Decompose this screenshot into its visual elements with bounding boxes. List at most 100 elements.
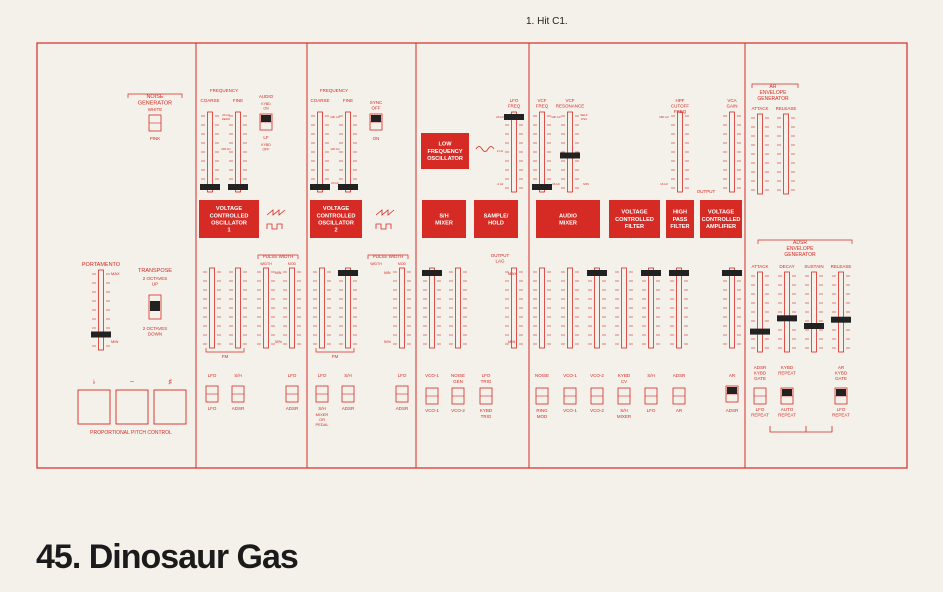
toggle-lever[interactable] <box>150 301 160 311</box>
vco1-fm-sh-slider[interactable] <box>229 267 247 349</box>
slider-knob[interactable] <box>200 184 220 190</box>
sh-source-switch[interactable] <box>451 387 465 405</box>
slider-knob[interactable] <box>804 323 824 329</box>
mixer-source-label: LFO <box>647 408 656 413</box>
module-box <box>666 200 694 238</box>
vco2-mod-switch[interactable] <box>315 385 329 403</box>
vca-gain-label: GAIN <box>726 104 737 109</box>
adsr-stage-slider[interactable] <box>804 271 824 353</box>
repeat-switch[interactable] <box>780 387 794 405</box>
adsr-trigger-switch[interactable] <box>753 387 767 405</box>
panel-labels: NOISEGENERATORWHITEPINKPORTAMENTOMAXMINT… <box>82 84 851 436</box>
ar-bracket <box>751 83 799 88</box>
pitch-sharp-pad[interactable] <box>153 389 187 425</box>
toggle-lever[interactable] <box>782 389 792 396</box>
vco2-fm-sh-slider[interactable] <box>338 267 358 349</box>
slider-knob[interactable] <box>750 328 770 335</box>
ar-kybd-gate-label: KYBD <box>835 371 848 376</box>
slider-track <box>676 267 682 349</box>
slider-knob[interactable] <box>722 270 742 276</box>
mixer-input-slider[interactable] <box>587 267 607 349</box>
slider-track <box>539 267 545 349</box>
slider-knob[interactable] <box>777 315 797 322</box>
transpose-switch[interactable] <box>148 294 162 320</box>
adsr-stage-slider[interactable] <box>831 271 851 353</box>
pitch-flat-pad[interactable] <box>77 389 111 425</box>
slider-knob[interactable] <box>422 270 442 276</box>
vco2-sync-switch[interactable] <box>369 113 383 131</box>
sh-source-switch[interactable] <box>479 387 493 405</box>
mixer-source-switch[interactable] <box>617 387 631 405</box>
slider-knob[interactable] <box>831 316 851 323</box>
vco2-coarse-slider[interactable] <box>310 111 330 193</box>
slider-knob[interactable] <box>228 184 248 190</box>
slider-knob[interactable] <box>310 184 330 190</box>
vco1-pw-mod-slider[interactable] <box>283 267 301 349</box>
slider-track <box>567 267 573 349</box>
toggle-lever[interactable] <box>836 389 846 396</box>
vcf-resonance-slider[interactable] <box>560 111 580 193</box>
slider-knob[interactable] <box>669 270 689 276</box>
slider-knob[interactable] <box>338 270 358 276</box>
output-lag-slider[interactable] <box>505 267 523 349</box>
slider-knob[interactable] <box>91 331 111 338</box>
sh-source-label: NOISE <box>451 373 465 378</box>
vca-gain-slider[interactable] <box>723 111 741 193</box>
mixer-input-slider[interactable] <box>641 267 661 349</box>
vco1-mod-switch[interactable] <box>205 385 219 403</box>
slider-knob[interactable] <box>504 114 524 120</box>
mixer-source-switch[interactable] <box>672 387 686 405</box>
vco1-fm-label: FM <box>222 354 229 359</box>
hpf-cutoff-slider[interactable] <box>671 111 689 193</box>
slider-knob[interactable] <box>532 184 552 190</box>
adsr-stage-slider[interactable] <box>777 271 797 353</box>
vco1-fine-slider[interactable] <box>228 111 248 193</box>
vco1-audio-lf-switch[interactable] <box>259 113 273 131</box>
slider-knob[interactable] <box>338 184 358 190</box>
vcf-freq-slider[interactable] <box>532 111 552 193</box>
portamento-slider[interactable] <box>91 269 111 351</box>
vco2-mod-switch[interactable] <box>395 385 409 403</box>
adsr-stage-slider[interactable] <box>750 271 770 353</box>
vco2-fine-slider[interactable] <box>338 111 358 193</box>
sh-mixer-noise-slider[interactable] <box>449 267 467 349</box>
vco1-fm-lfo-slider[interactable] <box>203 267 221 349</box>
ar-attack-slider[interactable] <box>751 113 769 195</box>
vco1-pulse-width-label: PULSE WIDTH <box>263 254 294 259</box>
vco1-mod-switch[interactable] <box>285 385 299 403</box>
noise-color-switch[interactable] <box>148 114 162 132</box>
sh-source-switch[interactable] <box>425 387 439 405</box>
mixer-source-switch[interactable] <box>563 387 577 405</box>
vco2-mod-switch[interactable] <box>341 385 355 403</box>
lfo-freq-slider[interactable] <box>504 111 524 193</box>
vco2-pw-mod-slider[interactable] <box>393 267 411 349</box>
ar-release-slider[interactable] <box>777 113 795 195</box>
vco1-lf-label: LF <box>263 135 269 140</box>
toggle-lever[interactable] <box>371 115 381 122</box>
mixer-input-slider[interactable] <box>615 267 633 349</box>
mixer-source-switch[interactable] <box>644 387 658 405</box>
ar-trigger-switch[interactable] <box>834 387 848 405</box>
toggle-lever[interactable] <box>261 115 271 122</box>
toggle-lever[interactable] <box>727 387 737 394</box>
pitch-vibrato-pad[interactable] <box>115 389 149 425</box>
slider-track <box>511 111 517 193</box>
mixer-source-switch[interactable] <box>590 387 604 405</box>
vco2-fm-lfo-slider[interactable] <box>313 267 331 349</box>
slider-knob[interactable] <box>560 152 580 159</box>
vca-ar-slider[interactable] <box>722 267 742 349</box>
mixer-input-slider[interactable] <box>533 267 551 349</box>
slider-knob[interactable] <box>587 270 607 276</box>
slider-track <box>621 267 627 349</box>
mixer-source-switch[interactable] <box>535 387 549 405</box>
mixer-input-slider[interactable] <box>669 267 689 349</box>
vco1-fine-label: FINE <box>233 98 243 103</box>
mixer-input-slider[interactable] <box>561 267 579 349</box>
sh-mixer-vco1-slider[interactable] <box>422 267 442 349</box>
sh-source-label: VCO-1 <box>425 373 439 378</box>
vco1-mod-switch[interactable] <box>231 385 245 403</box>
vco1-coarse-slider[interactable] <box>200 111 220 193</box>
slider-knob[interactable] <box>641 270 661 276</box>
vco1-pw-width-slider[interactable] <box>257 267 275 349</box>
vca-env-switch[interactable] <box>725 385 739 403</box>
